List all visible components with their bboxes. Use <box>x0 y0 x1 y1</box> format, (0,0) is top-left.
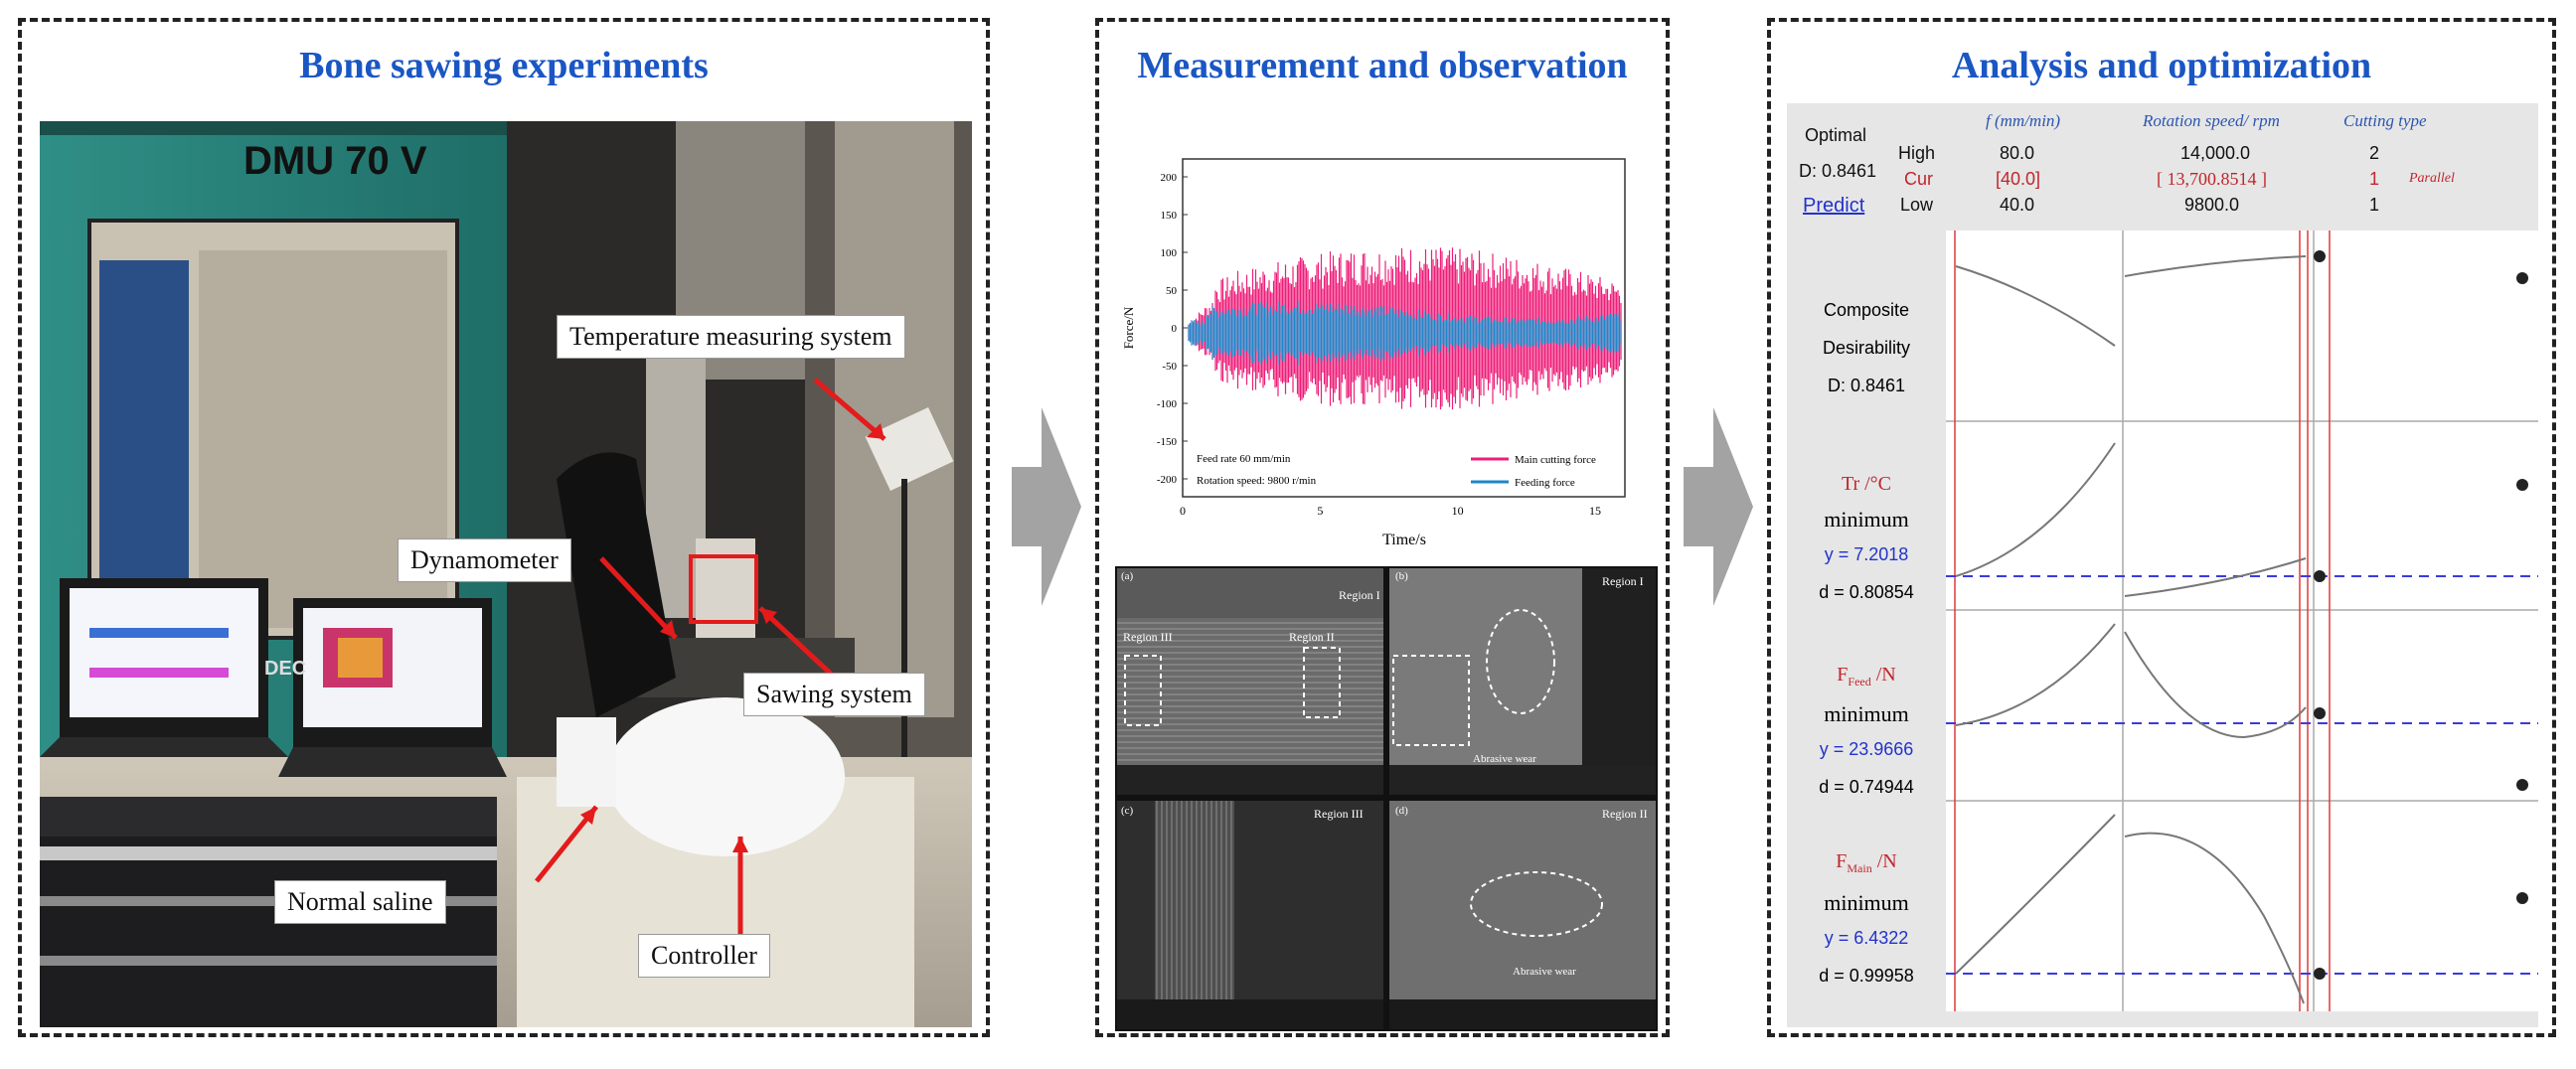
chart-note-feed-rate: Feed rate 60 mm/min <box>1197 453 1291 465</box>
x-axis-label: Time/s <box>1382 532 1426 548</box>
desirability-curves <box>1946 230 2538 1011</box>
experiment-photo: DMU 70 V DEC Temperature measuring syste… <box>40 121 972 1027</box>
sem-b-letter: (b) <box>1395 570 1408 582</box>
composite-label-1: Composite <box>1823 300 1910 320</box>
sem-b-region: Region I <box>1602 574 1644 588</box>
sem-a-region-2: Region II <box>1289 630 1335 644</box>
y-tick-label: -50 <box>1162 361 1177 373</box>
cur-type-name: Parallel <box>2409 171 2455 186</box>
panel-title: Analysis and optimization <box>1951 45 2372 86</box>
flow-arrow-2 <box>1684 407 1753 606</box>
y-tick-label: 0 <box>1172 323 1178 335</box>
high-speed: 14,000.0 <box>2180 143 2251 163</box>
y-tick-label: -200 <box>1157 474 1178 486</box>
panel-analysis: Analysis and optimization Optimal D: 0.8… <box>1767 18 2556 1037</box>
sem-c-letter: (c) <box>1121 805 1134 817</box>
resp-ffeed-unit: /N <box>1870 664 1896 686</box>
x-tick-label: 15 <box>1589 504 1601 518</box>
machine-label: DMU 70 V <box>243 139 427 183</box>
low-feed: 40.0 <box>2000 195 2035 215</box>
high-feed: 80.0 <box>2000 143 2035 163</box>
low-speed: 9800.0 <box>2184 195 2240 215</box>
optimal-label: Optimal <box>1805 125 1867 145</box>
cur-type: 1 <box>2369 169 2380 189</box>
sem-d-region: Region II <box>1602 807 1648 821</box>
col-header-feed: f (mm/min) <box>1986 111 2061 130</box>
row-low-label: Low <box>1900 195 1934 215</box>
cur-speed: [ 13,700.8514 ] <box>2157 169 2267 189</box>
resp-fmain-main: F <box>1836 850 1848 872</box>
y-tick-labels: 200 150 100 50 0 -50 -100 -150 -200 <box>1157 172 1188 486</box>
sem-b-wear: Abrasive wear <box>1473 753 1536 765</box>
sem-a-region-3: Region III <box>1123 630 1173 644</box>
resp-ffeed-goal: minimum <box>1824 701 1909 726</box>
col-header-speed: Rotation speed/ rpm <box>2143 111 2280 130</box>
resp-ffeed-d: d = 0.74944 <box>1819 777 1914 797</box>
y-tick-label: -150 <box>1157 436 1178 448</box>
optimal-d-value: D: 0.8461 <box>1799 161 1877 181</box>
x-tick-label: 0 <box>1180 504 1186 518</box>
sem-image-grid: (a) Region I Region II Region III (b) Re… <box>1115 566 1658 1031</box>
y-tick-label: -100 <box>1157 398 1178 410</box>
machine-partial-label: DEC <box>264 658 307 680</box>
resp-ffeed-sub: Feed <box>1848 675 1871 688</box>
legend-feeding: Feeding force <box>1515 477 1575 489</box>
callout-temperature: Temperature measuring system <box>557 315 905 359</box>
force-chart: 200 150 100 50 0 -50 -100 -150 -200 0 5 10 15 Force… <box>1113 141 1660 578</box>
composite-d: D: 0.8461 <box>1827 376 1906 395</box>
x-tick-labels: 0 5 10 15 <box>1180 504 1601 518</box>
cur-feed: [40.0] <box>1996 169 2041 189</box>
resp-tr-d: d = 0.80854 <box>1819 582 1914 602</box>
sem-a-letter: (a) <box>1121 570 1134 582</box>
resp-tr-y: y = 7.2018 <box>1824 544 1909 564</box>
callout-controller: Controller <box>638 934 770 978</box>
x-tick-label: 5 <box>1317 504 1323 518</box>
resp-fmain-name: FMain /N <box>1797 850 1936 876</box>
resp-tr-goal: minimum <box>1824 507 1909 532</box>
optimizer-plot: Optimal D: 0.8461 Predict f (mm/min) Rot… <box>1787 103 2538 1027</box>
resp-ffeed-main: F <box>1837 664 1849 686</box>
sem-d-letter: (d) <box>1395 805 1408 817</box>
panel-bone-sawing: Bone sawing experiments <box>18 18 990 1037</box>
resp-ffeed-name: FFeed /N <box>1797 664 1936 689</box>
panel-title: Measurement and observation <box>1137 45 1628 86</box>
resp-fmain-unit: /N <box>1871 850 1897 872</box>
plot-grid <box>1946 230 2538 1011</box>
resp-ffeed-y: y = 23.9666 <box>1819 739 1914 759</box>
resp-fmain-goal: minimum <box>1824 890 1909 915</box>
composite-label-2: Desirability <box>1822 338 1911 358</box>
force-signal <box>1188 247 1622 410</box>
resp-fmain-sub: Main <box>1847 861 1872 875</box>
panel-title: Bone sawing experiments <box>299 45 709 86</box>
row-high-label: High <box>1898 143 1936 163</box>
x-tick-label: 10 <box>1452 504 1464 518</box>
y-tick-label: 100 <box>1161 247 1178 259</box>
resp-fmain-y: y = 6.4322 <box>1824 928 1909 948</box>
chart-note-rotation: Rotation speed: 9800 r/min <box>1197 475 1317 487</box>
y-tick-label: 50 <box>1166 285 1178 297</box>
col-header-type: Cutting type <box>2343 111 2427 130</box>
legend-main-cutting: Main cutting force <box>1515 454 1596 466</box>
high-type: 2 <box>2369 143 2380 163</box>
callout-saline: Normal saline <box>274 880 446 924</box>
sem-illustration <box>1117 568 1656 1029</box>
resp-fmain-d: d = 0.99958 <box>1819 966 1914 986</box>
sem-c-region: Region III <box>1314 807 1364 821</box>
resp-tr-name: Tr /°C <box>1841 473 1892 495</box>
sem-d-wear: Abrasive wear <box>1513 966 1576 978</box>
sem-a-region-1: Region I <box>1339 588 1380 602</box>
y-tick-label: 200 <box>1161 172 1178 184</box>
predict-link[interactable]: Predict <box>1803 195 1865 217</box>
y-axis-label: Force/N <box>1121 306 1136 349</box>
callout-dynamometer: Dynamometer <box>398 538 571 582</box>
low-type: 1 <box>2369 195 2380 215</box>
row-cur-label: Cur <box>1904 169 1934 189</box>
callout-sawing: Sawing system <box>743 673 925 716</box>
flow-arrow-1 <box>1012 407 1081 606</box>
y-tick-label: 150 <box>1161 210 1178 222</box>
